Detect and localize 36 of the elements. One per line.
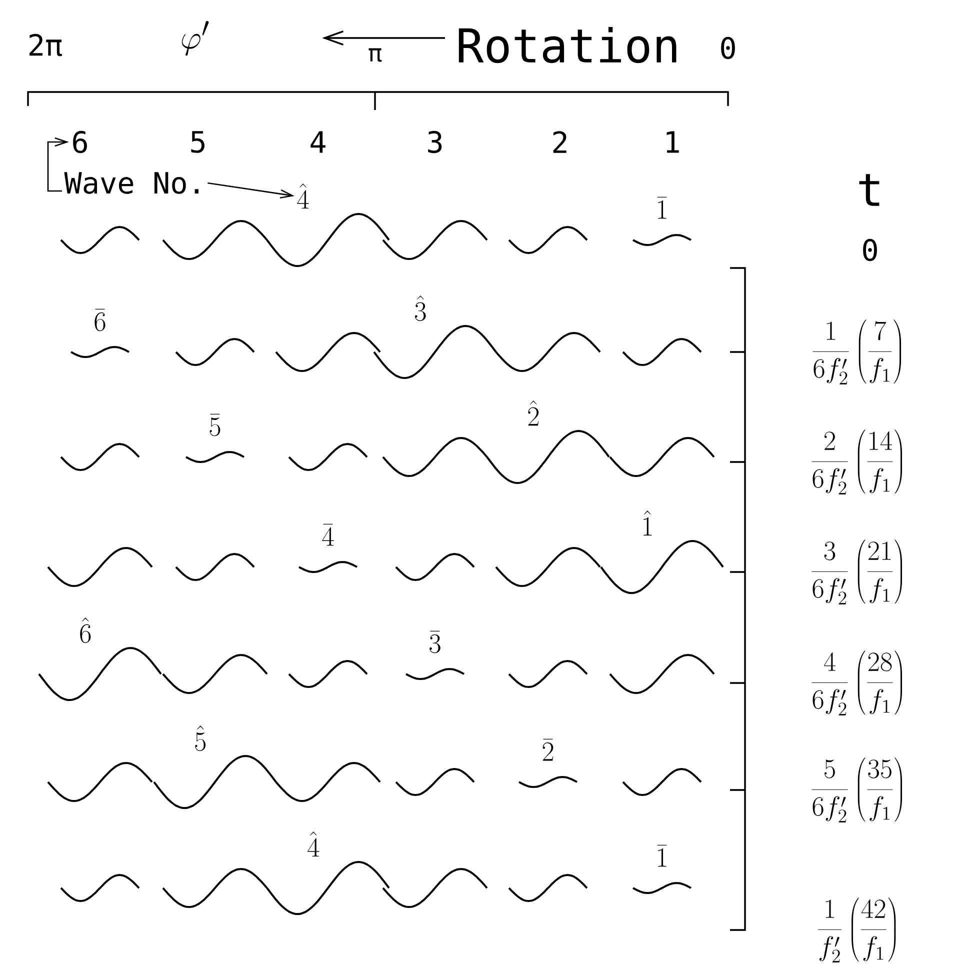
wave-label: $\hat{5}$ [195,725,206,752]
wave-label: $\bar{2}$ [542,738,554,761]
wave-label: $\hat{3}$ [414,295,426,321]
time-value: $\frac{3}{6f'_2}\left(\frac{21}{f_1}\right)$ [812,540,902,604]
time-value: $\frac{5}{6f'_2}\left(\frac{35}{f_1}\right)$ [812,758,902,822]
time-value: $\frac{2}{6f'_2}\left(\frac{14}{f_1}\right)$ [812,430,902,494]
time-value: $\frac{4}{6f'_2}\left(\frac{28}{f_1}\right)$ [812,650,902,716]
wave-label: $\hat{6}$ [80,617,91,644]
axis-label: $\varphi'$ [182,21,209,56]
time-value: $\frac{1}{f'_2}\left(\frac{42}{f_1}\right)$ [818,898,896,962]
wave-label: $\hat{2}$ [528,400,539,426]
axis-label: 0 [721,36,735,60]
wave-label: $\bar{1}$ [657,844,667,867]
wave-number: 6 [73,130,87,154]
axis-label: 2π [30,34,62,56]
wave-number: 4 [310,131,326,153]
wave-label: $\bar{3}$ [430,630,440,654]
wave-label: $\hat{4}$ [308,831,320,857]
wave-number-label: Wave No. [64,172,198,194]
wave-label: $\bar{5}$ [210,414,220,436]
wave-number: 3 [428,130,442,154]
arrow [47,137,69,192]
rotation-label: Rotation [458,26,676,64]
wave-label: $\bar{4}$ [322,524,334,546]
wave-label: $\bar{6}$ [94,308,106,332]
arrow [208,182,294,199]
wave-label: $\hat{4}$ [297,183,309,209]
wave-number: 2 [553,131,566,153]
wave-number: 5 [191,131,204,153]
wave-label: $\hat{1}$ [643,510,652,536]
time-label: 0 [863,238,877,262]
wave-number: 1 [666,131,679,153]
time-label: t [859,174,880,206]
axis-label: π [368,48,382,62]
time-value: $\frac{1}{6f'_2}\left(\frac{7}{f_1}\right)$ [812,320,902,384]
wave-label: $\bar{1}$ [657,196,667,219]
